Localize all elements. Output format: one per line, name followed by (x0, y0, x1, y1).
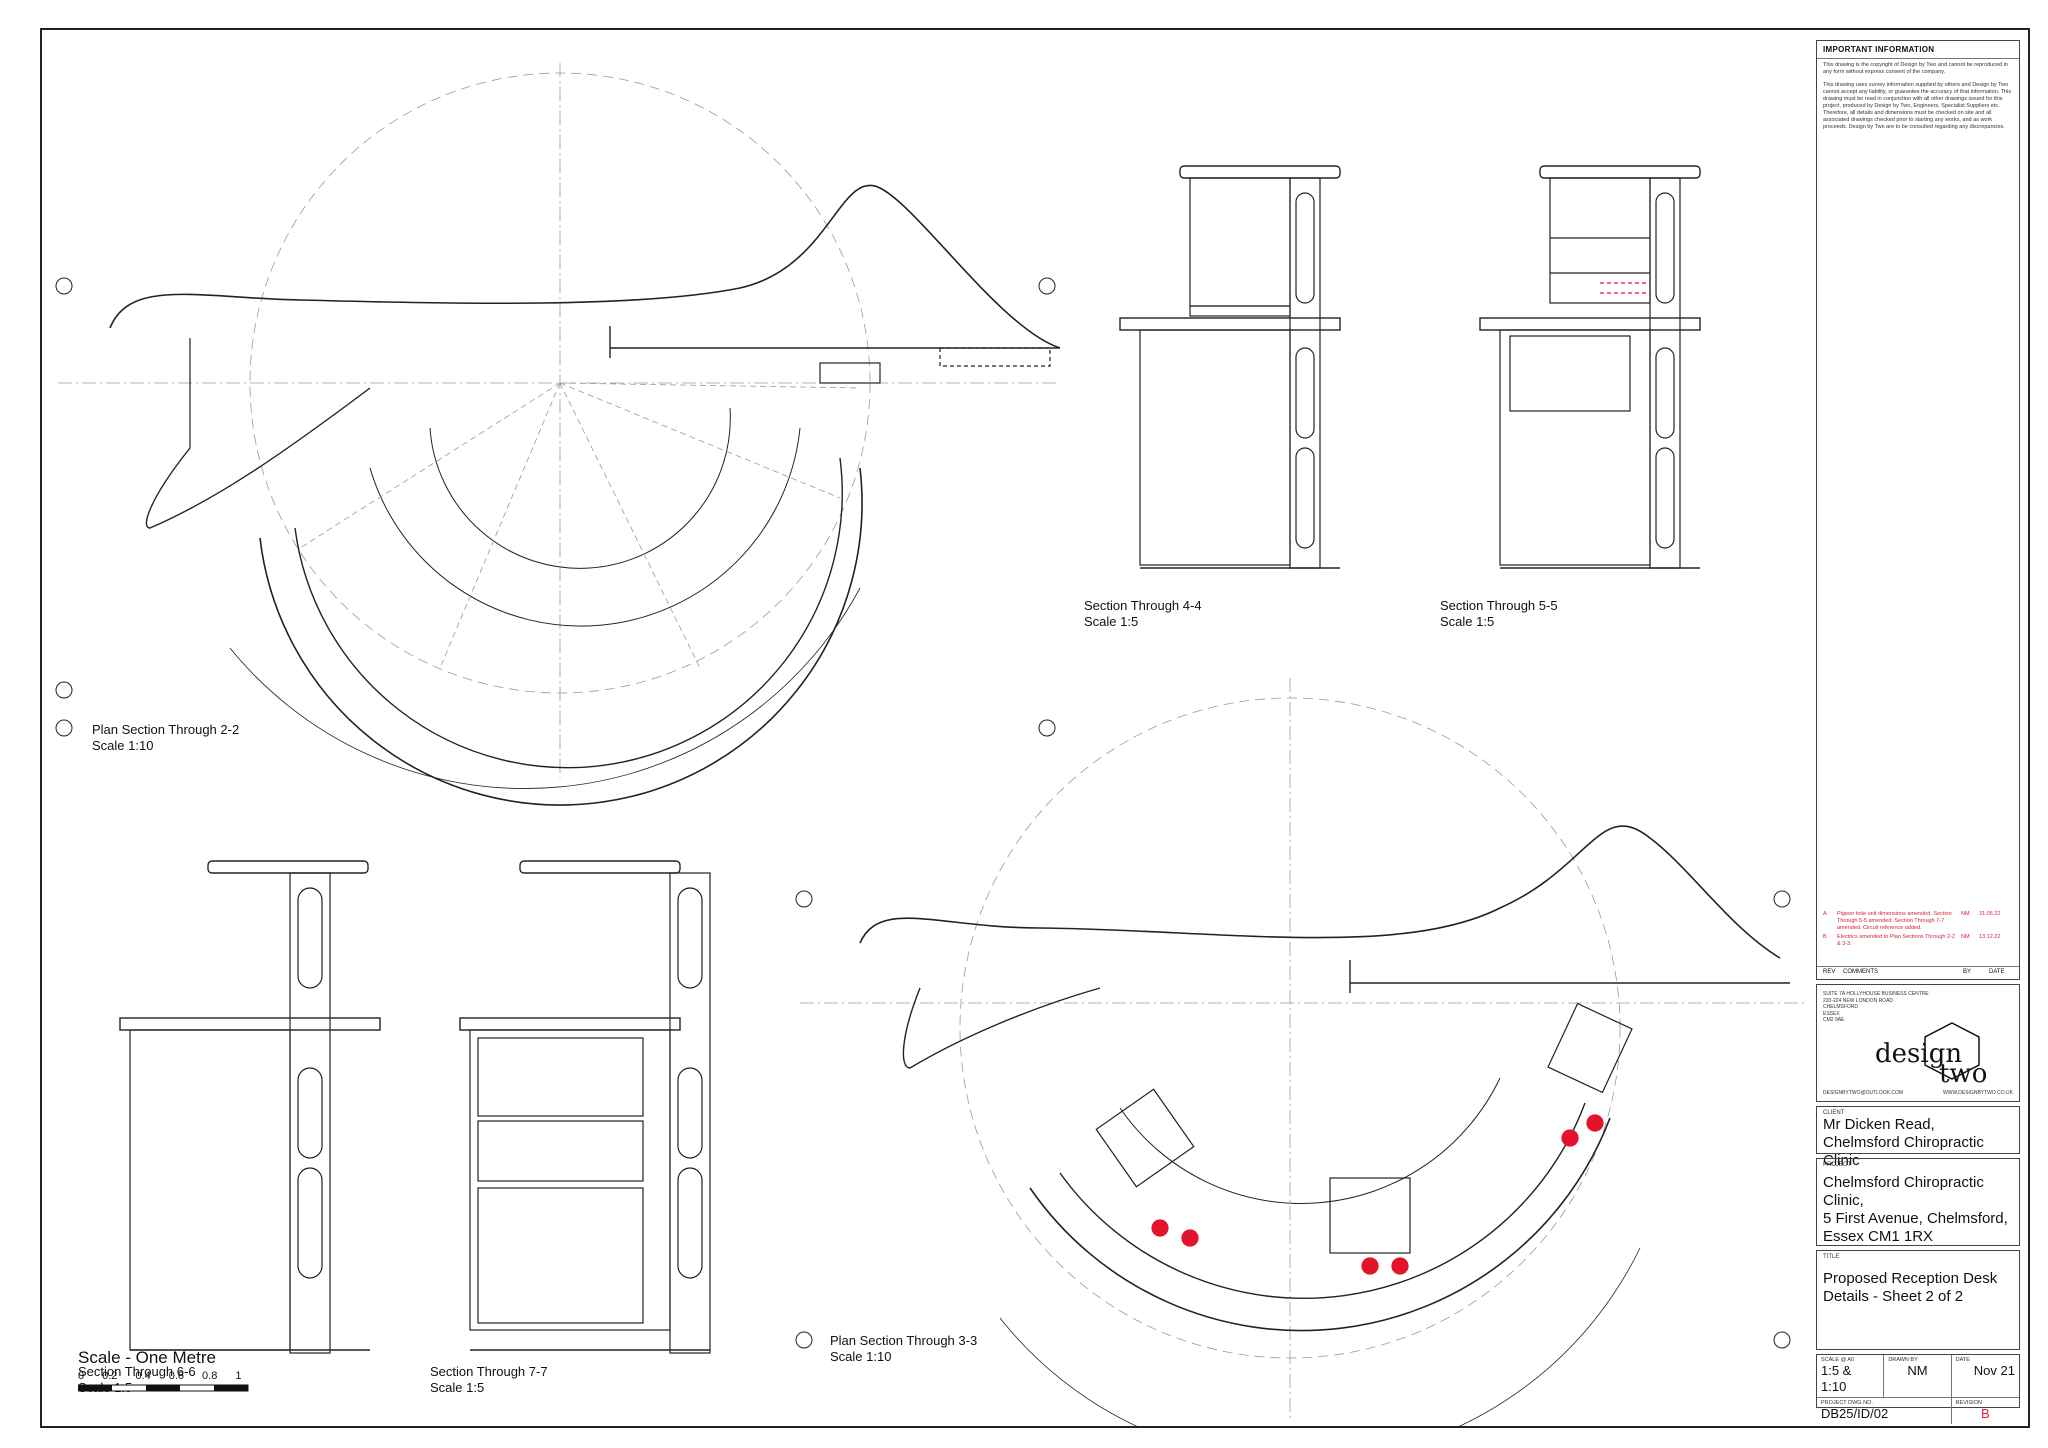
title-line-1: Proposed Reception Desk (1823, 1270, 1998, 1287)
revision-cell: REVISION B (1952, 1398, 2019, 1424)
logo-word-two: two (1939, 1059, 1988, 1089)
section-6-6-linework (119, 860, 381, 1354)
copyright-note: This drawing is the copyright of Design … (1823, 62, 2008, 75)
scale-cell: SCALE @ A0 1:5 & 1:10 (1817, 1355, 1885, 1397)
project-label: PROJECT (1823, 1162, 1852, 1168)
date-cell: DATE Nov 21 (1955, 1357, 2015, 1378)
plan-3-3-linework (800, 678, 1808, 1428)
company-email: DESIGNBYTWO@OUTLOOK.COM (1823, 1090, 1904, 1096)
title-line-2: Details - Sheet 2 of 2 (1823, 1288, 1964, 1305)
company-contact: DESIGNBYTWO@OUTLOOK.COM WWW.DESIGNBYTWO.… (1823, 1090, 2013, 1096)
scale-value: 1:5 & 1:10 (1821, 1363, 1852, 1394)
company-panel: SUITE 7A HOLLYHOUSE BUSINESS CENTRE 220-… (1816, 984, 2020, 1102)
title-panel: TITLE Proposed Reception Desk Details - … (1816, 1250, 2020, 1350)
drawing-linework (55, 63, 1808, 1428)
project-line-2: 5 First Avenue, Chelmsford, (1823, 1210, 2008, 1227)
section-5-5-linework (1479, 165, 1701, 569)
drawn-by-cell: DRAWN BY NM (1884, 1355, 1952, 1397)
section-marker-circles (55, 277, 1791, 1349)
client-line-1: Mr Dicken Read, (1823, 1116, 1935, 1133)
drawing-info-panel: SCALE @ A0 1:5 & 1:10 DRAWN BY NM DATE N… (1816, 1354, 2020, 1424)
drawing-info-row-1: SCALE @ A0 1:5 & 1:10 DRAWN BY NM DATE N… (1817, 1355, 2019, 1398)
logo-word-design: design (1875, 1039, 1963, 1069)
drawing-info-row-2: PROJECT DWG NO. DB25/ID/02 REVISION B (1817, 1398, 2019, 1424)
title-label: TITLE (1823, 1254, 1840, 1260)
important-information-heading: IMPORTANT INFORMATION (1817, 41, 2019, 59)
company-address: SUITE 7A HOLLYHOUSE BUSINESS CENTRE 220-… (1823, 991, 1929, 1023)
project-panel: PROJECT Chelmsford Chiropractic Clinic, … (1816, 1158, 2020, 1246)
sheet-border (40, 28, 2030, 1428)
plan-2-2-linework (58, 63, 1061, 806)
revision-a: A Pigeon hole unit dimensions amended. S… (1823, 911, 2001, 931)
company-website: WWW.DESIGNBYTWO.CO.UK (1943, 1090, 2013, 1096)
project-dwg-cell: PROJECT DWG NO. DB25/ID/02 (1817, 1398, 1952, 1424)
revision-headers: REV COMMENTS BY DATE (1817, 966, 2019, 977)
project-line-3: Essex CM1 1RX (1823, 1228, 1934, 1245)
section-7-7-linework (459, 860, 711, 1354)
client-panel: CLIENT Mr Dicken Read, Chelmsford Chirop… (1816, 1106, 2020, 1169)
drawing-number: DB25/ID/02 (1821, 1406, 1889, 1421)
date-value: Nov 21 (1973, 1363, 2015, 1378)
section-4-4-linework (1119, 165, 1341, 569)
project-line-1: Chelmsford Chiropractic Clinic, (1823, 1174, 1984, 1209)
important-information-panel: IMPORTANT INFORMATION This drawing is th… (1816, 40, 2020, 980)
survey-note: This drawing uses survey information sup… (1823, 82, 2012, 130)
revision-b: B Electrics amended to Plan Sections Thr… (1823, 934, 2001, 947)
logo-hexagon (1924, 1022, 1980, 1080)
title-block: IMPORTANT INFORMATION This drawing is th… (1816, 40, 2020, 1424)
client-line-2: Chelmsford Chiropractic Clinic (1823, 1134, 1984, 1169)
scale-bar-title: Scale - One Metre (78, 1348, 216, 1367)
client-label: CLIENT (1823, 1110, 1845, 1116)
scale-bar-graphic (78, 1384, 249, 1392)
scale-bar-ticks: 0 0.2 0.4 0.6 0.8 1 (78, 1370, 242, 1382)
revision-list: A Pigeon hole unit dimensions amended. S… (1823, 911, 2013, 948)
company-logo: design two (1857, 1015, 1987, 1105)
revision-value: B (1980, 1406, 1990, 1421)
scale-bar: Scale - One Metre 0 0.2 0.4 0.6 0.8 1 (78, 1348, 258, 1392)
drawn-by-value: NM (1907, 1363, 1928, 1378)
